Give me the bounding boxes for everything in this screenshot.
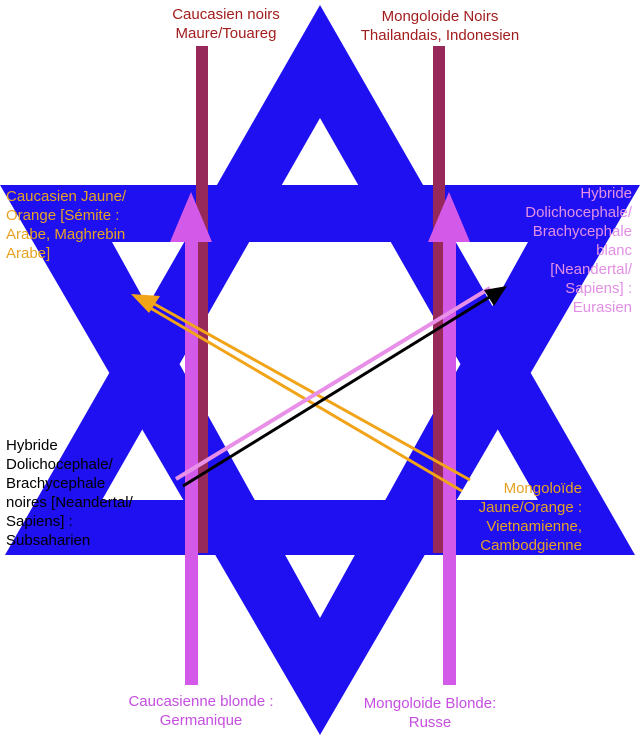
- violet-arrow-right-shaft: [443, 235, 456, 685]
- black-arrow-line: [182, 291, 497, 488]
- orange-arrowhead: [131, 294, 160, 313]
- maroon-bar-right: [433, 46, 445, 553]
- maroon-bar-left: [196, 46, 208, 553]
- label-bottom-left: Caucasienne blonde : Germanique: [128, 693, 274, 729]
- label-right-lower: Mongoloïde Jaune/Orange : Vietnamienne, …: [478, 480, 582, 554]
- label-right-upper: Hybride Dolichocephale/ Brachycephale bl…: [525, 185, 632, 316]
- violet-arrow-right-head: [428, 192, 470, 242]
- black-arrowhead: [484, 286, 507, 306]
- violet-arrow-left-shaft: [185, 235, 198, 685]
- label-left-lower: Hybride Dolichocephale/ Brachycephale no…: [6, 437, 133, 549]
- label-left-upper: Caucasien Jaune/ Orange [Sémite : Arabe,…: [6, 188, 127, 262]
- label-top-left: Caucasien noirs Maure/Touareg: [172, 6, 280, 42]
- violet-arrow-left-head: [170, 192, 212, 242]
- label-bottom-right: Mongoloide Blonde: Russe: [363, 695, 497, 731]
- orange-line-upper: [139, 294, 471, 482]
- pink-line: [174, 286, 492, 481]
- upward-triangle-ring: [5, 5, 635, 555]
- downward-triangle-ring: [0, 185, 640, 735]
- label-top-right: Mongoloide Noirs Thailandais, Indonesien: [360, 8, 520, 44]
